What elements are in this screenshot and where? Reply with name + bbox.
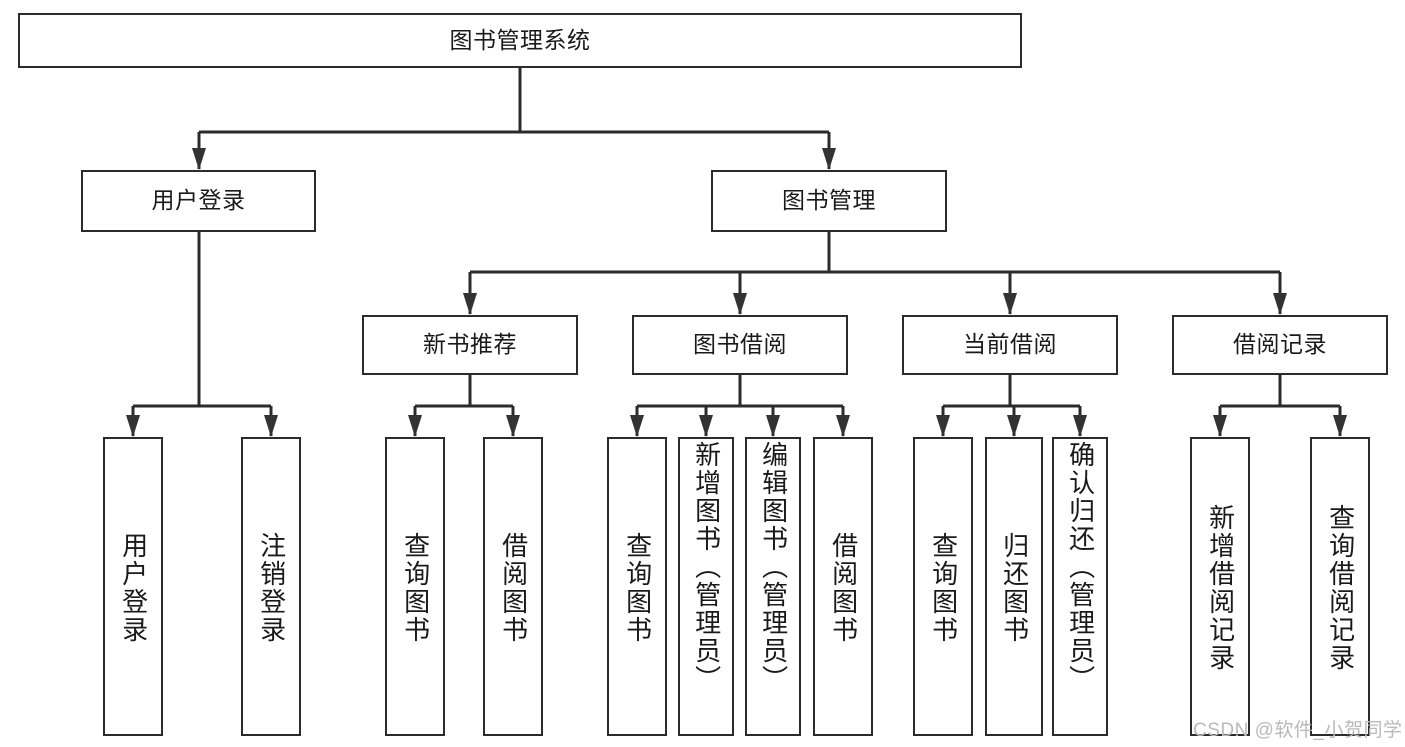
connector-arrowhead: [192, 148, 206, 170]
node-label: 当前借阅: [963, 331, 1057, 358]
node-label: 新增借阅记录: [1205, 503, 1236, 672]
node-current[interactable]: 当前借阅: [902, 315, 1118, 375]
node-leaf-9[interactable]: 查询图书: [913, 437, 973, 736]
node-bookmgmt[interactable]: 图书管理: [711, 170, 947, 232]
connector-arrowhead: [766, 415, 780, 437]
node-label: 借阅记录: [1233, 331, 1327, 358]
node-label: 归还图书: [999, 531, 1030, 644]
node-label: 新增图书（管理员）: [691, 441, 722, 693]
connector-arrowhead: [463, 293, 477, 315]
connector-arrowhead: [1273, 293, 1287, 315]
connector-arrowhead: [1007, 415, 1021, 437]
connector-arrowhead: [1003, 293, 1017, 315]
node-label: 查询图书: [622, 531, 653, 644]
node-label: 注销登录: [256, 531, 287, 644]
node-leaf-13[interactable]: 查询借阅记录: [1310, 437, 1370, 736]
node-newbooks[interactable]: 新书推荐: [362, 315, 578, 375]
connector-arrowhead: [822, 148, 836, 170]
node-leaf-3[interactable]: 查询图书: [385, 437, 445, 736]
connector-arrowhead: [264, 415, 278, 437]
connector-arrowhead: [836, 415, 850, 437]
node-label: 借阅图书: [828, 531, 859, 644]
node-label: 查询图书: [400, 531, 431, 644]
node-label: 图书管理: [782, 187, 876, 214]
node-leaf-12[interactable]: 新增借阅记录: [1190, 437, 1250, 736]
node-root[interactable]: 图书管理系统: [18, 13, 1022, 68]
node-leaf-4[interactable]: 借阅图书: [483, 437, 543, 736]
node-records[interactable]: 借阅记录: [1172, 315, 1388, 375]
node-leaf-10[interactable]: 归还图书: [985, 437, 1043, 736]
node-label: 查询图书: [928, 531, 959, 644]
connector-arrowhead: [699, 415, 713, 437]
connector-arrowhead: [1213, 415, 1227, 437]
node-label: 查询借阅记录: [1325, 503, 1356, 672]
node-leaf-8[interactable]: 借阅图书: [813, 437, 873, 736]
node-label: 图书管理系统: [449, 26, 591, 53]
node-leaf-5[interactable]: 查询图书: [607, 437, 667, 736]
node-label: 用户登录: [118, 531, 149, 644]
connector-arrowhead: [630, 415, 644, 437]
connector-arrowhead: [506, 415, 520, 437]
node-label: 新书推荐: [423, 331, 517, 358]
node-leaf-1[interactable]: 用户登录: [103, 437, 163, 736]
node-label: 图书借阅: [693, 331, 787, 358]
connector-arrowhead: [1073, 415, 1087, 437]
node-leaf-6[interactable]: 新增图书（管理员）: [678, 437, 734, 736]
watermark-text: CSDN @软件_小贺同学: [1193, 720, 1403, 741]
node-leaf-2[interactable]: 注销登录: [241, 437, 301, 736]
node-label: 用户登录: [151, 187, 246, 214]
connector-arrowhead: [408, 415, 422, 437]
node-label: 编辑图书（管理员）: [758, 441, 789, 693]
node-label: 确认归还（管理员）: [1065, 441, 1096, 693]
node-login[interactable]: 用户登录: [81, 170, 316, 232]
connector-arrowhead: [733, 293, 747, 315]
node-borrow[interactable]: 图书借阅: [632, 315, 848, 375]
connector-arrowhead: [936, 415, 950, 437]
node-leaf-7[interactable]: 编辑图书（管理员）: [745, 437, 801, 736]
node-label: 借阅图书: [498, 531, 529, 644]
node-leaf-11[interactable]: 确认归还（管理员）: [1052, 437, 1108, 736]
connector-arrowhead: [1333, 415, 1347, 437]
connector-arrowhead: [126, 415, 140, 437]
